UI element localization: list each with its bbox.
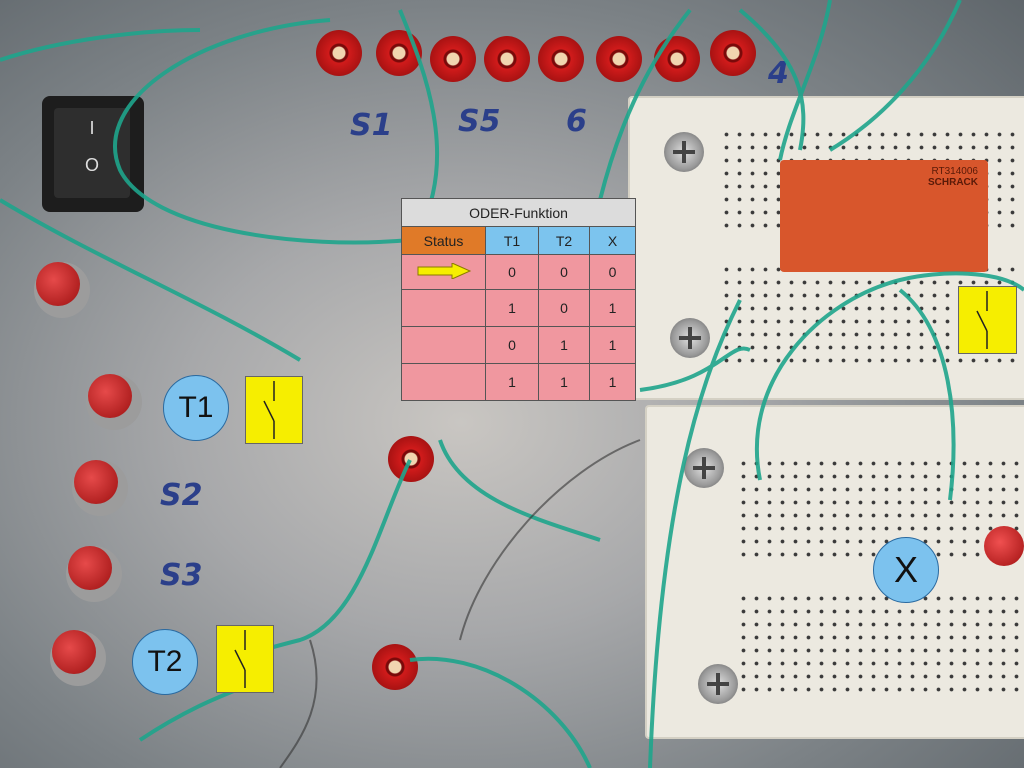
cell-t2: 1 [538,363,590,401]
relay-switch-symbol-icon [958,286,1017,354]
cell-t2: 0 [538,254,590,290]
label-s2: S2 [160,478,203,513]
rocker-on-label: I [89,118,95,138]
header-t2: T2 [538,226,590,255]
jack [484,36,530,82]
switch-symbol-icon [216,625,274,693]
cell-t2: 1 [538,326,590,364]
table-row: 1 1 1 [401,363,636,401]
header-status: Status [401,226,486,255]
led [984,526,1024,566]
status-cell [401,254,486,290]
status-cell [401,289,486,327]
header-x: X [589,226,636,255]
push-button [36,262,80,306]
table-row: 1 0 1 [401,289,636,327]
push-button [68,546,112,590]
screw [664,132,704,172]
cell-t1: 1 [485,289,539,327]
push-button [74,460,118,504]
push-button-t2 [52,630,96,674]
jack [316,30,362,76]
label-s1: S1 [350,108,393,143]
marker-x: X [873,537,939,603]
header-t1: T1 [485,226,539,255]
status-cell [401,363,486,401]
cell-t1: 1 [485,363,539,401]
label-s5: S5 [458,104,501,139]
relay-model: RT314006 [931,166,978,177]
jack [372,644,418,690]
screw [698,664,738,704]
arrow-right-icon [417,261,471,280]
relay-brand: SCHRACK [928,177,978,188]
cell-t2: 0 [538,289,590,327]
cell-x: 1 [589,289,636,327]
screw [684,448,724,488]
jack [376,30,422,76]
cell-x: 1 [589,326,636,364]
marker-t1: T1 [163,375,229,441]
rocker-off-label: O [84,155,99,175]
label-s3: S3 [160,558,203,593]
truth-table: ODER-Funktion Status T1 T2 X 0 0 0 1 0 1… [401,198,636,401]
marker-t2: T2 [132,629,198,695]
screw [670,318,710,358]
label-4: 4 [768,56,789,91]
cell-t1: 0 [485,254,539,290]
jack [430,36,476,82]
cell-t1: 0 [485,326,539,364]
switch-symbol-icon [245,376,303,444]
cell-x: 1 [589,363,636,401]
jack [596,36,642,82]
jack [388,436,434,482]
table-row: 0 0 0 [401,254,636,290]
jack [710,30,756,76]
label-6: 6 [566,104,587,139]
cell-x: 0 [589,254,636,290]
relay: RT314006 SCHRACK [780,160,988,272]
jack [654,36,700,82]
table-row: 0 1 1 [401,326,636,364]
jack [538,36,584,82]
push-button-t1 [88,374,132,418]
table-title: ODER-Funktion [401,198,636,227]
status-cell [401,326,486,364]
